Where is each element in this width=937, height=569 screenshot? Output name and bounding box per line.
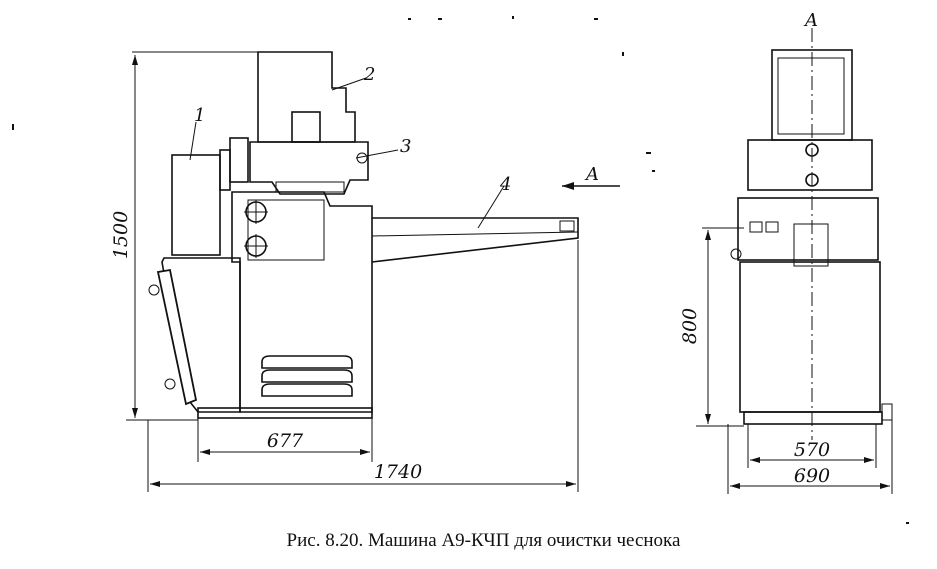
conveyor-end-block bbox=[559, 220, 575, 232]
unit-1-coupling bbox=[229, 137, 249, 183]
callout-2: 2 bbox=[363, 64, 375, 85]
front-dimensions bbox=[126, 51, 620, 492]
unit-1-flange bbox=[219, 149, 231, 191]
side-chamber bbox=[747, 139, 873, 191]
unit-3-outlet bbox=[275, 181, 345, 193]
dim-length-total: 1740 bbox=[374, 461, 422, 483]
side-view bbox=[730, 28, 893, 440]
main-body bbox=[231, 191, 373, 413]
hopper-2 bbox=[257, 51, 356, 143]
scan-specks bbox=[12, 16, 909, 524]
inclined-tray bbox=[156, 268, 198, 406]
dim-height-total: 1500 bbox=[110, 211, 132, 259]
front-view bbox=[148, 51, 579, 419]
control-panel bbox=[247, 199, 325, 261]
vent-slot bbox=[261, 369, 353, 383]
unit-1-housing bbox=[171, 154, 221, 256]
callout-4: 4 bbox=[499, 174, 511, 195]
front-labels: 1500 677 1740 1 2 3 4 A bbox=[110, 64, 599, 483]
dim-width-base: 677 bbox=[267, 430, 304, 452]
base-plinth bbox=[197, 407, 373, 419]
callout-3: 3 bbox=[400, 136, 411, 157]
side-knob bbox=[730, 248, 742, 260]
side-upper-body bbox=[737, 197, 879, 261]
dim-width-side-outer: 690 bbox=[794, 465, 830, 487]
side-cabinet bbox=[739, 261, 881, 413]
section-marker-a: A bbox=[803, 10, 818, 31]
side-dimensions bbox=[696, 227, 893, 494]
side-hopper-inner bbox=[777, 57, 845, 135]
side-labels: 800 570 690 A bbox=[679, 10, 830, 487]
side-plinth bbox=[743, 411, 883, 425]
tray-handle bbox=[148, 284, 160, 296]
conveyor-4 bbox=[371, 217, 579, 263]
dim-width-side-inner: 570 bbox=[794, 439, 830, 461]
side-outlet bbox=[793, 223, 829, 267]
callout-1: 1 bbox=[194, 105, 205, 126]
unit-3 bbox=[249, 141, 369, 195]
tray-handle bbox=[164, 378, 176, 390]
figure-caption: Рис. 8.20. Машина А9-КЧП для очистки чес… bbox=[286, 530, 681, 551]
view-marker-a: A bbox=[584, 164, 599, 185]
vent-slot bbox=[261, 383, 353, 397]
vent-slot bbox=[261, 355, 353, 369]
motor-cap bbox=[291, 111, 321, 143]
dim-height-lower: 800 bbox=[679, 308, 701, 344]
